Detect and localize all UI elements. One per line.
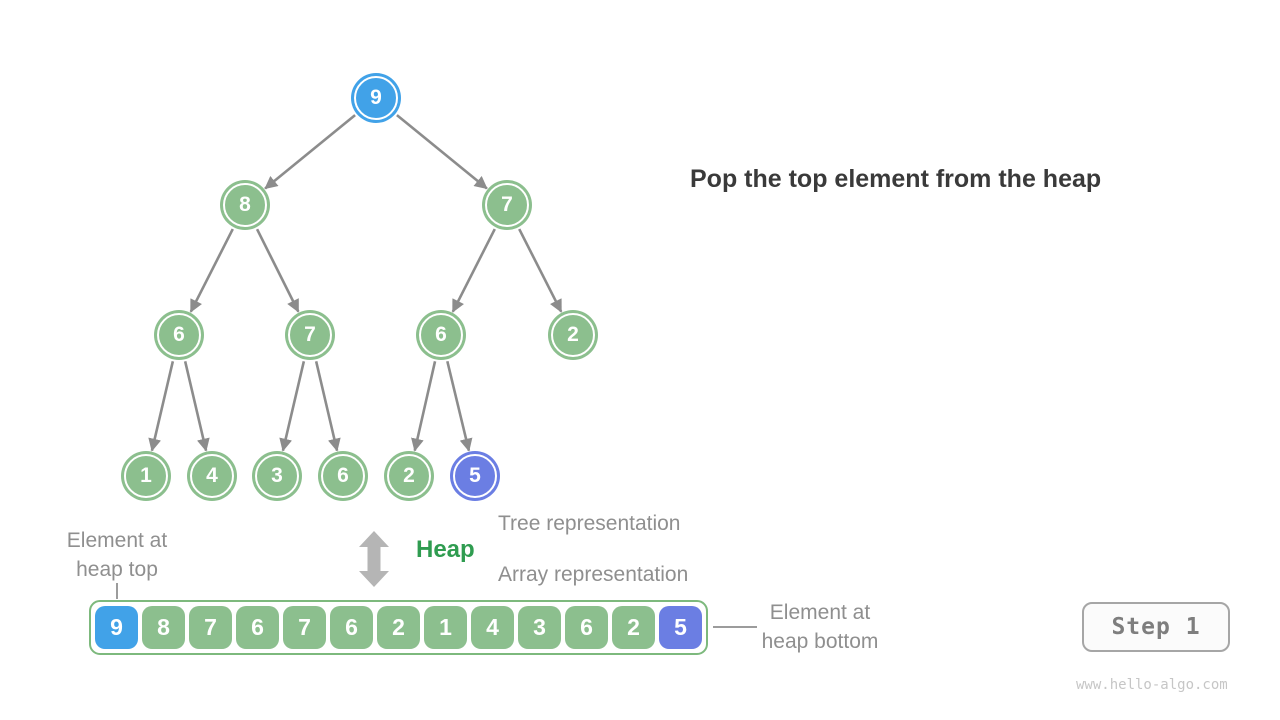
tree-node: 2 xyxy=(551,313,595,357)
heap-label: Heap xyxy=(416,536,475,563)
tree-edge xyxy=(451,228,496,313)
array-cell: 6 xyxy=(236,606,279,649)
heap-top-label-line1: Element at xyxy=(66,529,168,552)
array-cell: 5 xyxy=(659,606,702,649)
tree-node: 1 xyxy=(124,454,168,498)
tree-node: 7 xyxy=(485,183,529,227)
array-cell: 2 xyxy=(377,606,420,649)
heap-top-label: Element at heap top xyxy=(38,526,196,584)
tree-edge xyxy=(314,360,341,452)
heap-top-connector-line xyxy=(116,583,118,599)
tree-edge xyxy=(148,360,175,452)
tree-edge xyxy=(279,360,306,452)
heap-bottom-connector-line xyxy=(713,626,757,628)
tree-node: 3 xyxy=(255,454,299,498)
array-cell: 6 xyxy=(565,606,608,649)
array-cell: 2 xyxy=(612,606,655,649)
array-representation-label: Array representation xyxy=(498,563,689,586)
array-cell: 7 xyxy=(283,606,326,649)
array-cell: 3 xyxy=(518,606,561,649)
tree-node: 6 xyxy=(157,313,201,357)
tree-node: 6 xyxy=(321,454,365,498)
tree-node: 9 xyxy=(354,76,398,120)
tree-edge xyxy=(411,361,437,452)
array-cell: 4 xyxy=(471,606,514,649)
watermark: www.hello-algo.com xyxy=(1076,677,1228,693)
tree-node: 5 xyxy=(453,454,497,498)
tree-edge xyxy=(396,114,488,190)
heap-top-label-line2: heap top xyxy=(76,558,158,581)
tree-edge xyxy=(446,360,473,452)
array-cell: 8 xyxy=(142,606,185,649)
array-cell: 7 xyxy=(189,606,232,649)
array-cell: 1 xyxy=(424,606,467,649)
tree-edge xyxy=(183,360,210,452)
array-cell: 6 xyxy=(330,606,373,649)
tree-edge xyxy=(518,228,563,313)
tree-node: 8 xyxy=(223,183,267,227)
tree-edge xyxy=(255,228,300,313)
figure-title: Pop the top element from the heap xyxy=(690,165,1102,193)
heap-bottom-label: Element at heap bottom xyxy=(737,598,903,656)
array-cell: 9 xyxy=(95,606,138,649)
heap-bottom-label-line1: Element at xyxy=(769,601,871,624)
tree-node: 7 xyxy=(288,313,332,357)
tree-node: 4 xyxy=(190,454,234,498)
tree-representation-label: Tree representation xyxy=(498,512,681,535)
tree-node: 2 xyxy=(387,454,431,498)
tree-edge xyxy=(189,228,234,313)
tree-edge xyxy=(264,114,356,190)
tree-node: 6 xyxy=(419,313,463,357)
heap-double-arrow-icon xyxy=(359,531,389,587)
heap-bottom-label-line2: heap bottom xyxy=(761,630,879,653)
step-badge: Step 1 xyxy=(1082,602,1230,652)
